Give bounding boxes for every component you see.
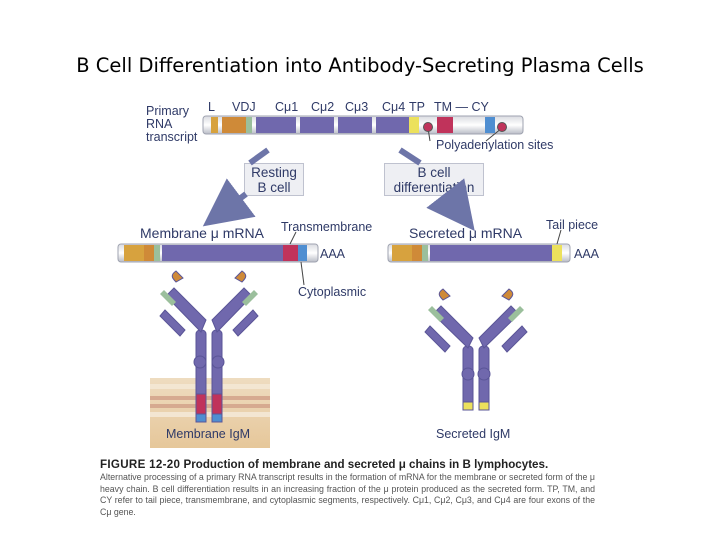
polyadenylation-site-2 bbox=[498, 123, 507, 132]
caption-title: Production of membrane and secreted μ ch… bbox=[184, 458, 549, 471]
transcript-seg-c3 bbox=[338, 117, 372, 133]
transcript-seg-c4 bbox=[376, 117, 410, 133]
caption-heading: FIGURE 12-20 Production of membrane and … bbox=[100, 458, 595, 471]
membrane-cytoplasmic-seg bbox=[298, 245, 307, 261]
pathway-arrows bbox=[222, 150, 460, 212]
transcript-seg-c1 bbox=[256, 117, 296, 133]
caption-figure-number: FIGURE 12-20 bbox=[100, 458, 180, 471]
secreted-tail-piece-seg bbox=[552, 245, 562, 261]
transcript-seg-c2 bbox=[300, 117, 334, 133]
primary-transcript bbox=[203, 116, 523, 141]
transcript-seg-tp bbox=[409, 117, 419, 133]
figure-caption: FIGURE 12-20 Production of membrane and … bbox=[100, 458, 595, 518]
secreted-igm-label: Secreted IgM bbox=[436, 428, 510, 441]
polyadenylation-site-1 bbox=[424, 123, 433, 132]
transcript-seg-l bbox=[211, 117, 218, 133]
membrane-igm-label: Membrane IgM bbox=[166, 428, 250, 441]
transcript-seg-cy bbox=[485, 117, 495, 133]
membrane-mrna bbox=[118, 232, 318, 285]
secreted-mrna bbox=[388, 230, 570, 262]
caption-body: Alternative processing of a primary RNA … bbox=[100, 472, 595, 518]
membrane-transmembrane-seg bbox=[283, 245, 298, 261]
secreted-igm bbox=[425, 289, 527, 410]
transcript-seg-tm bbox=[437, 117, 453, 133]
